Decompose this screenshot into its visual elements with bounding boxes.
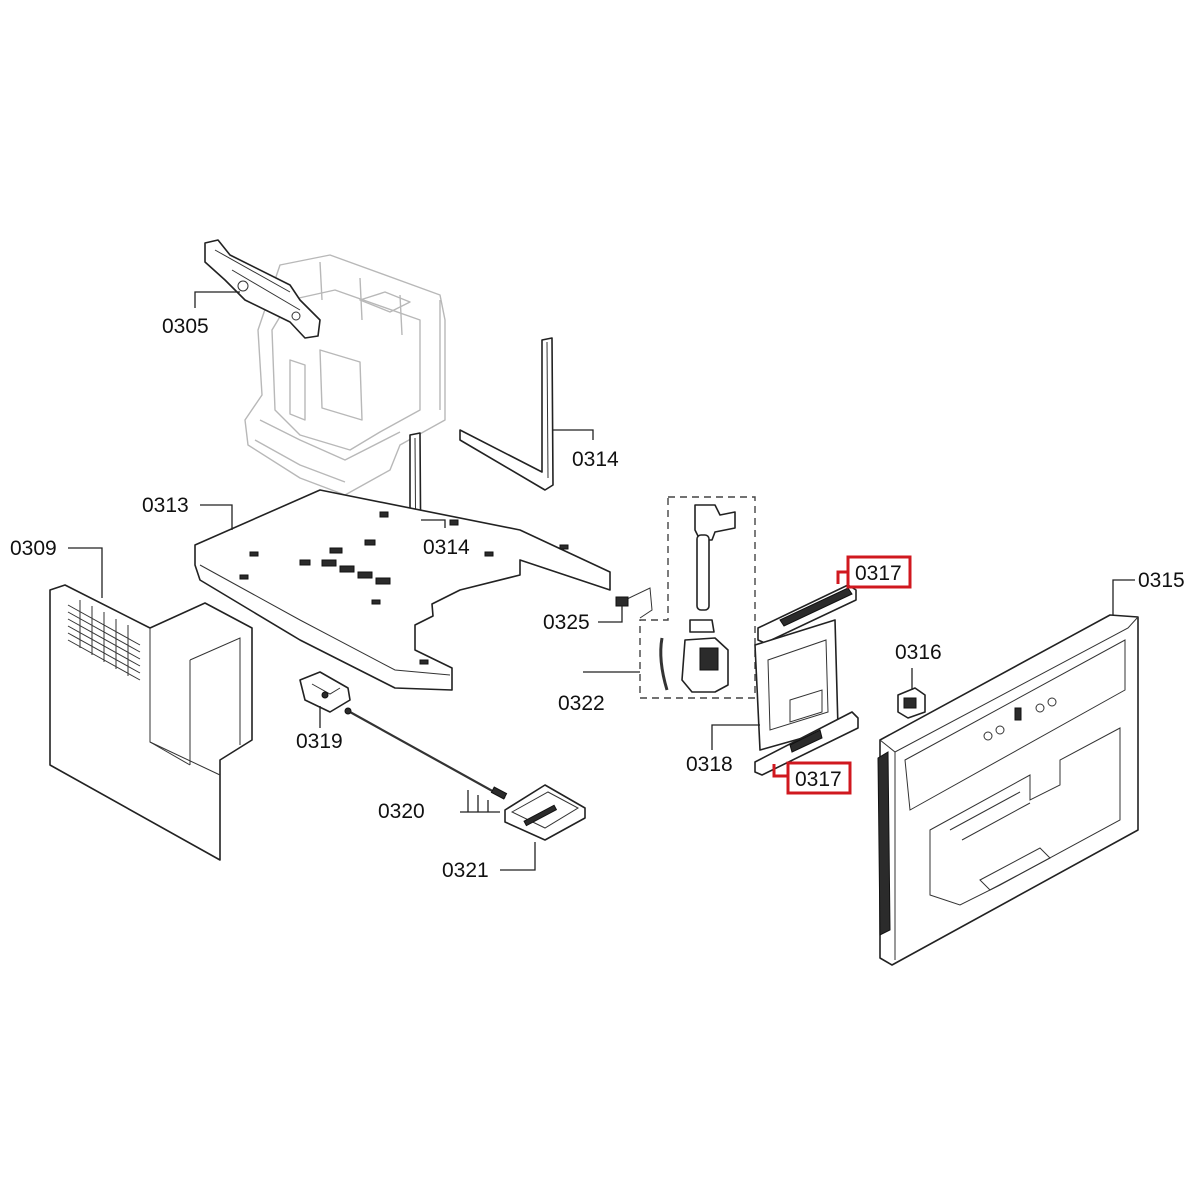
leader-0313: [200, 504, 233, 530]
leader-0320: [460, 790, 500, 813]
label-0305: 0305: [162, 315, 209, 338]
label-0317a: 0317: [855, 562, 902, 585]
part-0316-switch: [897, 687, 926, 719]
part-0318-front-cover: [754, 619, 839, 751]
part-0309-side-panel: [49, 584, 253, 861]
label-0319: 0319: [296, 730, 343, 753]
part-0313-base-plate: [194, 489, 611, 691]
label-0314a: 0314: [572, 448, 619, 471]
highlight-box-0317b: [786, 761, 852, 795]
leader-0325: [598, 605, 623, 623]
ghost-machine-frame: [244, 254, 446, 496]
part-0315-front-frame: [877, 614, 1139, 966]
vent-grille: [67, 600, 141, 681]
leader-lines: [68, 291, 1135, 871]
base-plate-slots: [239, 511, 569, 665]
part-labels: 0305 0309 0313 0314 0314 0315 0316 0317 …: [10, 315, 1185, 882]
part-0305-top-bracket: [204, 239, 321, 339]
label-0322: 0322: [558, 692, 605, 715]
part-0314-right-bracket: [459, 337, 554, 491]
label-0320: 0320: [378, 800, 425, 823]
leader-0318: [711, 724, 760, 750]
leader-0314b: [421, 519, 446, 528]
leader-0317b: [772, 764, 788, 778]
label-0318: 0318: [686, 753, 733, 776]
leader-0321: [500, 842, 536, 871]
part-0317-lower-rail: [754, 711, 859, 776]
leader-0315: [1112, 579, 1135, 615]
highlight-box-0317a: [846, 555, 912, 589]
part-0320-rod: [344, 707, 508, 800]
highlight-boxes: [786, 555, 912, 795]
label-0315: 0315: [1138, 569, 1185, 592]
label-0321: 0321: [442, 859, 489, 882]
label-0309: 0309: [10, 537, 57, 560]
leader-0305: [194, 291, 240, 308]
leader-0314a: [552, 429, 594, 440]
label-0325: 0325: [543, 611, 590, 634]
leader-0309: [68, 547, 103, 598]
label-0316: 0316: [895, 641, 942, 664]
label-0314b: 0314: [423, 536, 470, 559]
valve-assembly-group: [639, 496, 756, 699]
leader-0317a: [836, 570, 848, 584]
label-0317b: 0317: [795, 768, 842, 791]
part-0321-drawer: [504, 784, 586, 841]
part-0319-small-bracket: [299, 671, 351, 713]
label-0313: 0313: [142, 494, 189, 517]
